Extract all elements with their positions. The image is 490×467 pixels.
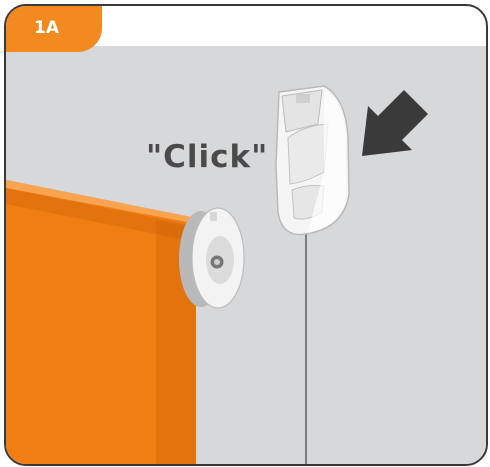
roller-fabric	[6, 180, 198, 464]
arrow-icon	[362, 90, 428, 156]
roller-end-cap	[179, 208, 244, 308]
roller-blind-illustration	[6, 6, 486, 464]
click-caption: "Click"	[146, 139, 268, 175]
wall-bracket	[276, 86, 349, 235]
instruction-panel: 1A	[4, 4, 488, 466]
